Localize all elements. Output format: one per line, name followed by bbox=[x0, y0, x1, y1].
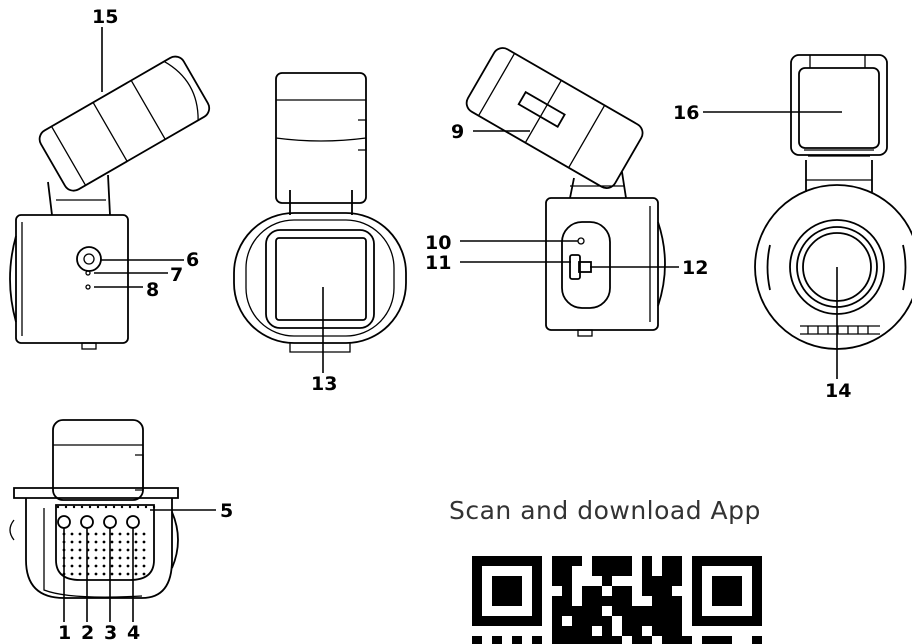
speaker-grille bbox=[56, 505, 156, 576]
callout-8: 8 bbox=[146, 279, 159, 301]
rear-view bbox=[233, 72, 407, 353]
front-view bbox=[754, 54, 912, 350]
callout-9: 9 bbox=[451, 121, 464, 143]
callout-4: 4 bbox=[127, 622, 140, 644]
callout-12: 12 bbox=[682, 257, 708, 279]
callout-3: 3 bbox=[104, 622, 117, 644]
callout-2: 2 bbox=[81, 622, 94, 644]
callout-5: 5 bbox=[220, 500, 233, 522]
button-view bbox=[9, 419, 179, 599]
side-view-left bbox=[9, 55, 211, 350]
qr-caption: Scan and download App bbox=[449, 496, 761, 525]
callout-10: 10 bbox=[425, 232, 451, 254]
leader-lines bbox=[63, 27, 842, 622]
side-view-right bbox=[465, 47, 666, 337]
callout-15: 15 bbox=[92, 6, 118, 28]
callout-16: 16 bbox=[673, 102, 699, 124]
callout-13: 13 bbox=[311, 373, 337, 395]
callout-6: 6 bbox=[186, 249, 199, 271]
callout-numbers: 15 6 7 8 13 9 10 11 12 16 14 5 1 2 3 4 bbox=[58, 6, 851, 644]
callout-1: 1 bbox=[58, 622, 71, 644]
callout-14: 14 bbox=[825, 380, 851, 402]
qr-code-icon[interactable] bbox=[472, 556, 762, 644]
callout-7: 7 bbox=[170, 264, 183, 286]
callout-11: 11 bbox=[425, 252, 451, 274]
